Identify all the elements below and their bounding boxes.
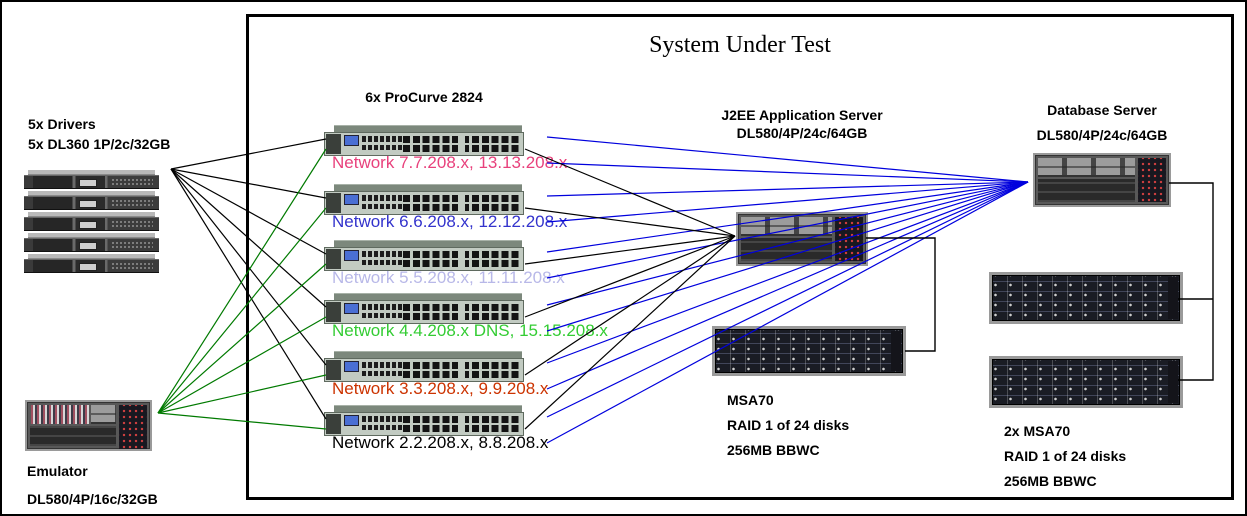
db-storage-image-1 bbox=[992, 275, 1180, 321]
procurve-switch-image bbox=[324, 293, 524, 326]
diagram-title: System Under Test bbox=[649, 32, 831, 58]
db-storage-raid: RAID 1 of 24 disks bbox=[1004, 448, 1127, 464]
dl360-server-image bbox=[24, 170, 159, 190]
db-storage-label: 2x MSA70 RAID 1 of 24 disks 256MB BBWC bbox=[1004, 419, 1126, 494]
app-storage-raid: RAID 1 of 24 disks bbox=[727, 417, 850, 433]
db-server-name: Database Server bbox=[1047, 102, 1157, 118]
drivers-label-line2: 5x DL360 1P/2c/32GB bbox=[28, 136, 171, 152]
switch-network-label: Network 6.6.208.x, 12.12.208.x bbox=[332, 212, 568, 231]
switch-network-label: Network 3.3.208.x, 9.9.208.x bbox=[332, 379, 549, 398]
app-server-heading: J2EE Application Server DL580/4P/24c/64G… bbox=[692, 106, 912, 142]
app-storage-image bbox=[715, 329, 903, 373]
app-storage-label: MSA70 RAID 1 of 24 disks 256MB BBWC bbox=[727, 388, 849, 463]
switch-network-label: Network 5.5.208.x, 11.11.208.x bbox=[332, 268, 565, 287]
switch-network-label: Network 4.4.208.x DNS, 15.15.208.x bbox=[332, 321, 608, 340]
switch-network-label: Network 7.7.208.x, 13.13.208.x bbox=[332, 153, 568, 172]
app-server-spec: DL580/4P/24c/64GB bbox=[736, 125, 868, 141]
procurve-switch-image bbox=[324, 351, 524, 384]
drivers-label: 5x Drivers 5x DL360 1P/2c/32GB bbox=[28, 114, 170, 154]
switch-group-heading: 6x ProCurve 2824 bbox=[365, 89, 483, 105]
emulator-server-image bbox=[27, 402, 150, 449]
dl360-server-image bbox=[24, 254, 159, 274]
procurve-switch-image bbox=[324, 184, 524, 217]
emulator-label: Emulator DL580/4P/16c/32GB bbox=[27, 457, 158, 513]
emulator-name: Emulator bbox=[27, 463, 88, 479]
switch-network-label: Network 2.2.208.x, 8.8.208.x bbox=[332, 433, 549, 452]
procurve-switch-image bbox=[324, 125, 524, 158]
db-storage-cache: 256MB BBWC bbox=[1004, 473, 1097, 489]
dl360-server-image bbox=[24, 212, 159, 232]
db-server-heading: Database Server DL580/4P/24c/64GB bbox=[1002, 98, 1202, 148]
app-server-image bbox=[738, 214, 866, 264]
dl360-server-image bbox=[24, 191, 159, 211]
db-server-image bbox=[1035, 155, 1169, 205]
app-storage-name: MSA70 bbox=[727, 392, 774, 408]
db-server-spec: DL580/4P/24c/64GB bbox=[1036, 127, 1168, 143]
dl360-server-image bbox=[24, 233, 159, 253]
emulator-spec: DL580/4P/16c/32GB bbox=[27, 491, 158, 507]
db-storage-name: 2x MSA70 bbox=[1004, 423, 1071, 439]
app-storage-cache: 256MB BBWC bbox=[727, 442, 820, 458]
procurve-switch-image bbox=[324, 240, 524, 273]
app-server-name: J2EE Application Server bbox=[721, 107, 883, 123]
procurve-switch-image bbox=[324, 405, 524, 438]
drivers-label-line1: 5x Drivers bbox=[28, 116, 96, 132]
db-storage-image-2 bbox=[992, 359, 1180, 405]
